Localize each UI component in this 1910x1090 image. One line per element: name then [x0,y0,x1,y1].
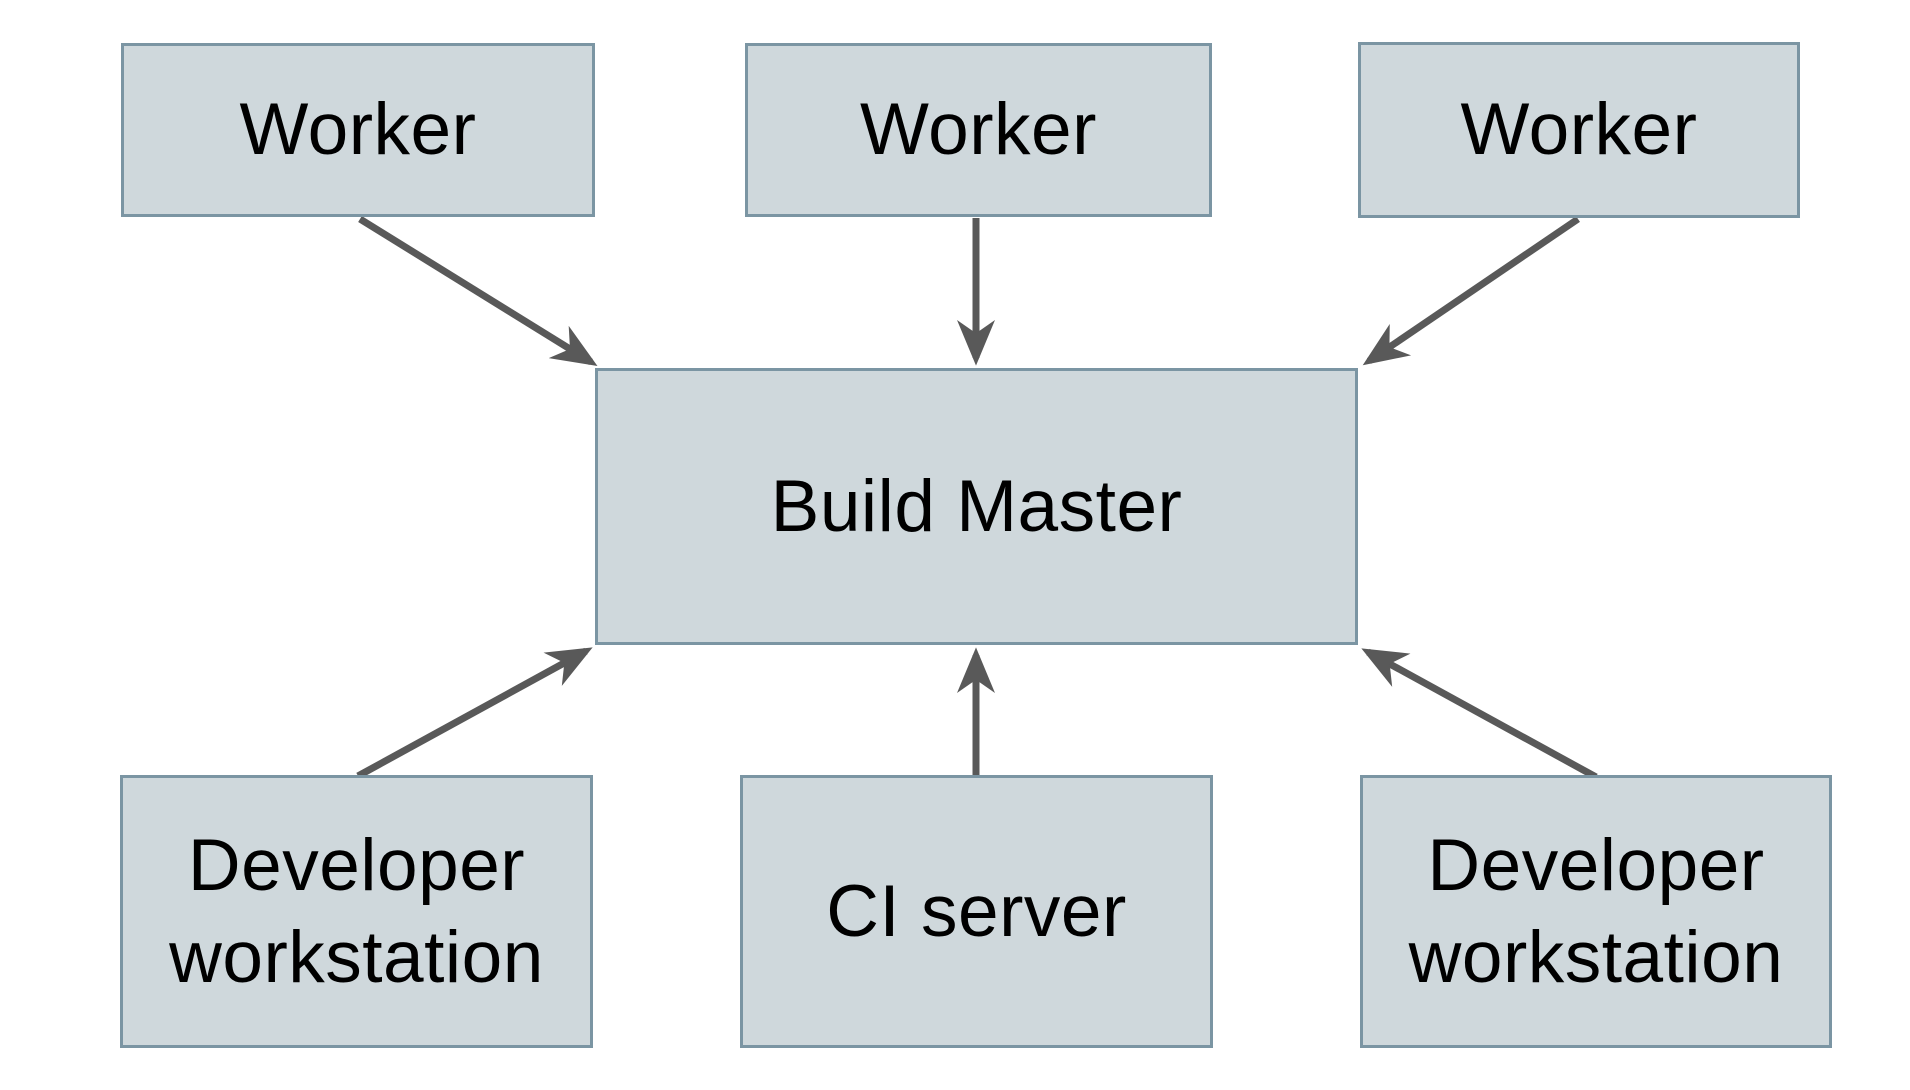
node-developer-workstation-left: Developer workstation [120,775,593,1048]
node-worker-1-label: Worker [239,89,477,171]
node-developer-workstation-right: Developer workstation [1360,775,1832,1048]
node-worker-1: Worker [121,43,595,217]
node-developer-workstation-left-label: Developer workstation [169,824,544,998]
node-build-master-label: Build Master [770,465,1183,547]
node-worker-3-label: Worker [1460,89,1698,171]
node-ci-server: CI server [740,775,1213,1048]
node-worker-3: Worker [1358,42,1800,218]
arrow-developer-workstation-right-to-build-master [1361,648,1598,781]
node-build-master: Build Master [595,368,1358,645]
node-ci-server-label: CI server [826,870,1127,952]
arrow-worker-3-to-build-master [1362,216,1580,366]
arrow-worker-1-to-build-master [358,216,598,367]
arrow-developer-workstation-left-to-build-master [356,647,593,780]
node-worker-2: Worker [745,43,1212,217]
node-developer-workstation-right-label: Developer workstation [1408,824,1784,998]
node-worker-2-label: Worker [860,89,1097,171]
